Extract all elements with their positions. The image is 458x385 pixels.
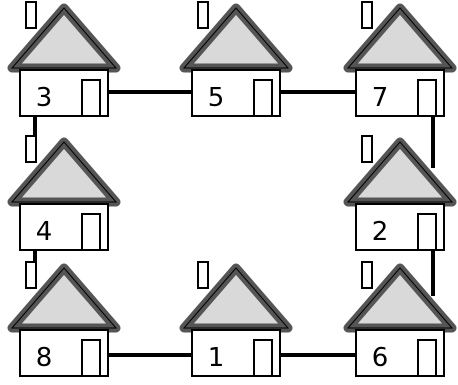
house-4-number: 4 [36, 217, 53, 247]
house-4: 4 [12, 136, 116, 250]
house-5-number: 5 [208, 83, 225, 113]
house-2-number: 2 [372, 217, 389, 247]
house-6: 6 [348, 262, 452, 376]
house-8-number: 8 [36, 343, 53, 373]
house-5: 5 [184, 2, 288, 116]
house-7-number: 7 [372, 83, 389, 113]
house-1: 1 [184, 262, 288, 376]
house-6-number: 6 [372, 343, 389, 373]
house-8: 8 [12, 262, 116, 376]
house-7: 7 [348, 2, 452, 116]
house-3: 3 [12, 2, 116, 116]
house-1-number: 1 [208, 343, 225, 373]
house-2: 2 [348, 136, 452, 250]
house-3-number: 3 [36, 83, 53, 113]
